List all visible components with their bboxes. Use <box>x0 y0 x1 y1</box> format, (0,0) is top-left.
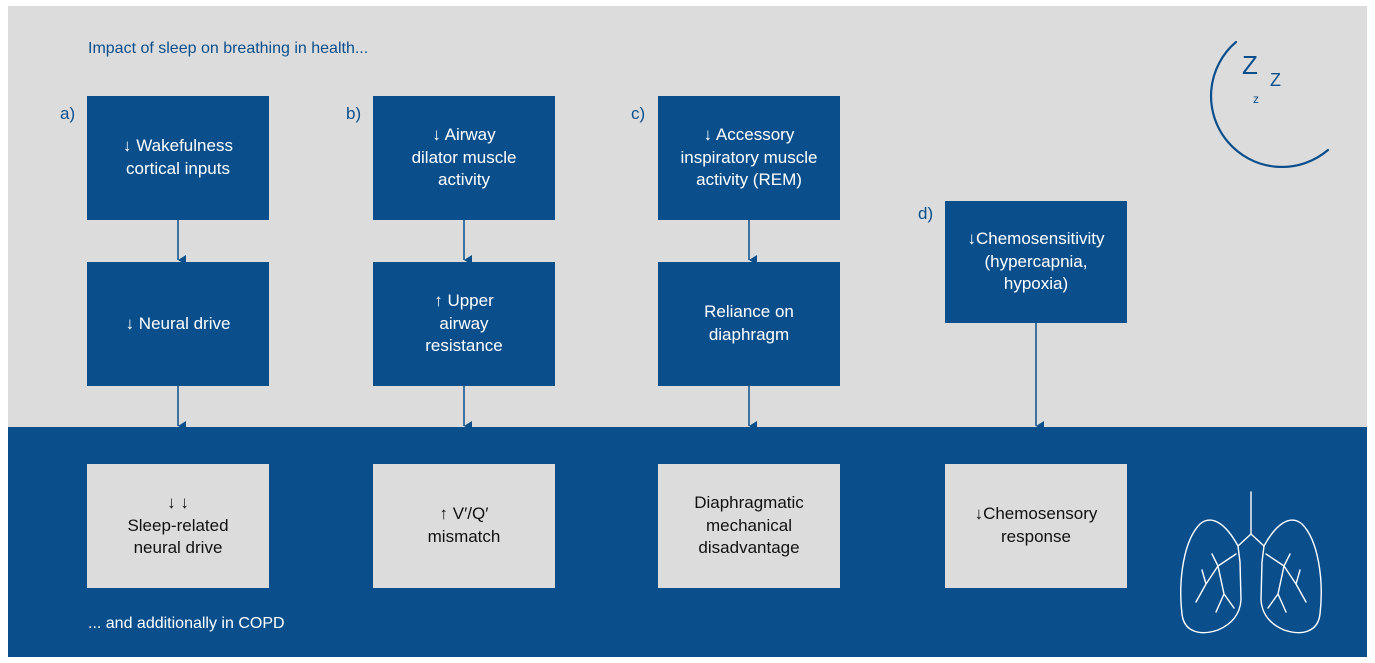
box-b-top: ↓ Airway dilator muscle activity <box>373 96 555 220</box>
column-label-a: a) <box>60 104 76 123</box>
box-b-copd-text: ↑ V′/Q′ mismatch <box>427 504 501 546</box>
svg-text:Z: Z <box>1270 70 1281 90</box>
box-c-top: ↓ Accessory inspiratory muscle activity … <box>658 96 840 220</box>
box-b-copd: ↑ V′/Q′ mismatch <box>373 464 555 588</box>
column-label-c: c) <box>631 104 646 123</box>
box-d-top-text: ↓Chemosensitivity (hypercapnia, hypoxia) <box>967 228 1105 294</box>
connector-arrows <box>177 220 1044 431</box>
box-c-middle-text: Reliance on diaphragm <box>704 302 794 344</box>
box-b-middle: ↑ Upper airway resistance <box>373 262 555 386</box>
copd-heading: ... and additionally in COPD <box>88 615 285 632</box>
box-b-middle-text: ↑ Upper airway resistance <box>425 290 503 356</box>
box-a-copd-text: ↓ ↓ Sleep-related neural drive <box>127 492 229 558</box>
column-label-d: d) <box>918 204 934 223</box>
health-heading: Impact of sleep on breathing in health..… <box>88 40 369 57</box>
box-d-top: ↓Chemosensitivity (hypercapnia, hypoxia) <box>945 201 1127 323</box>
diagram-canvas: Impact of sleep on breathing in health..… <box>8 6 1367 657</box>
box-d-copd-text: ↓Chemosensory response <box>974 504 1098 546</box>
box-b-top-text: ↓ Airway dilator muscle activity <box>411 124 517 190</box>
svg-text:z: z <box>1253 92 1259 106</box>
column-label-b: b) <box>346 104 362 123</box>
box-c-middle: Reliance on diaphragm <box>658 262 840 386</box>
box-a-middle-text: ↓ Neural drive <box>125 313 231 333</box>
moon-zzz-icon: Z Z z <box>1209 40 1330 169</box>
box-a-top-text: ↓ Wakefulness cortical inputs <box>123 136 233 178</box>
box-c-copd: Diaphragmatic mechanical disadvantage <box>658 464 840 588</box>
lungs-icon <box>1180 491 1322 634</box>
box-d-copd: ↓Chemosensory response <box>945 464 1127 588</box>
box-a-copd: ↓ ↓ Sleep-related neural drive <box>87 464 269 588</box>
svg-text:Z: Z <box>1242 50 1258 80</box>
box-c-copd-text: Diaphragmatic mechanical disadvantage <box>694 492 804 558</box>
box-a-middle: ↓ Neural drive <box>87 262 269 386</box>
box-c-top-text: ↓ Accessory inspiratory muscle activity … <box>680 124 818 190</box>
box-a-top: ↓ Wakefulness cortical inputs <box>87 96 269 220</box>
